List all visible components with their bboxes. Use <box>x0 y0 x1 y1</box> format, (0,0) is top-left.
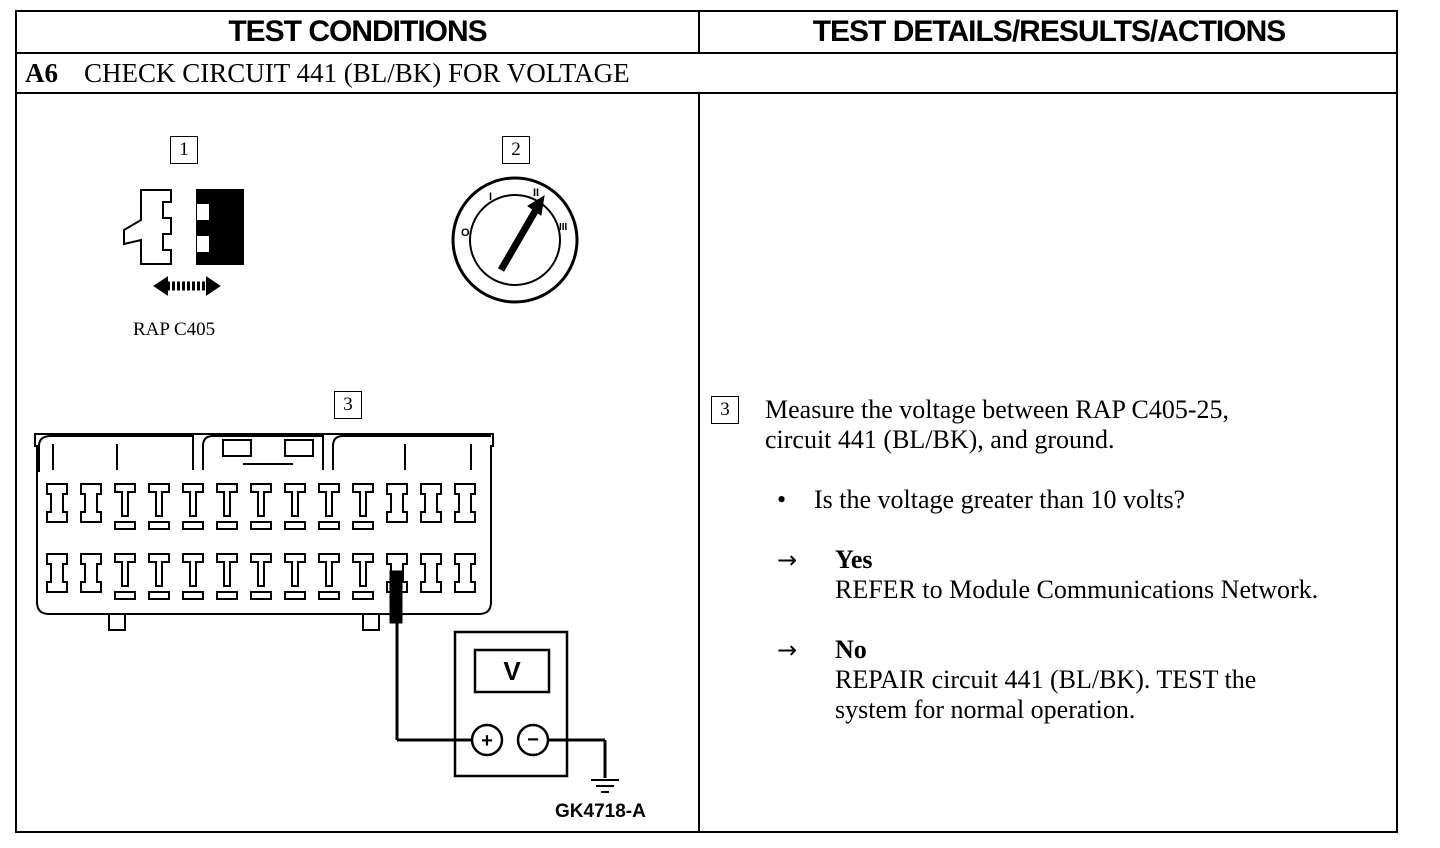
svg-text:O: O <box>461 227 470 239</box>
svg-text:V: V <box>503 656 521 686</box>
test-details-header: TEST DETAILS/RESULTS/ACTIONS <box>812 15 1287 48</box>
svg-text:I: I <box>489 191 492 203</box>
voltmeter-icon: V + − <box>453 630 569 778</box>
svg-text:II: II <box>533 187 539 199</box>
test-lead-wires <box>389 570 607 778</box>
svg-text:−: − <box>527 729 539 751</box>
connector-label: RAP C405 <box>133 319 216 340</box>
step-id: A6 <box>25 58 58 88</box>
ground-icon <box>591 779 619 793</box>
test-conditions-diagram: O I II III <box>17 94 698 833</box>
connector-disconnect-icon <box>123 189 244 296</box>
step-title-row: A6 CHECK CIRCUIT 441 (BL/BK) FOR VOLTAGE <box>25 54 630 92</box>
bullet: • <box>777 485 787 514</box>
no-action-line-1: REPAIR circuit 441 (BL/BK). TEST the <box>835 665 1257 694</box>
figure-id: GK4718-A <box>555 801 646 822</box>
connector-pinout-icon <box>34 433 494 631</box>
question: Is the voltage greater than 10 volts? <box>814 485 1186 514</box>
yes-action: REFER to Module Communications Network. <box>835 575 1319 604</box>
header-rule <box>17 52 1396 54</box>
yes-label: Yes <box>835 545 873 574</box>
step-rule <box>17 92 1396 94</box>
test-conditions-header: TEST CONDITIONS <box>228 15 487 48</box>
no-action-line-2: system for normal operation. <box>835 695 1136 724</box>
header-divider <box>698 12 700 52</box>
details-callout-3: 3 <box>711 396 739 424</box>
instruction-line-1: Measure the voltage between RAP C405-25, <box>765 395 1230 424</box>
yes-arrow-icon: → <box>777 546 798 574</box>
test-procedure-sheet: TEST CONDITIONS TEST DETAILS/RESULTS/ACT… <box>15 10 1398 833</box>
ignition-switch-icon: O I II III <box>451 176 579 304</box>
step-title: CHECK CIRCUIT 441 (BL/BK) FOR VOLTAGE <box>84 58 630 88</box>
callout-2: 2 <box>502 136 530 164</box>
callout-3: 3 <box>334 391 362 419</box>
callout-1: 1 <box>170 136 198 164</box>
svg-text:III: III <box>559 222 568 233</box>
no-arrow-icon: → <box>777 636 798 664</box>
column-divider <box>698 94 700 833</box>
no-label: No <box>835 635 867 664</box>
svg-text:+: + <box>481 730 493 752</box>
instruction-line-2: circuit 441 (BL/BK), and ground. <box>765 425 1115 454</box>
